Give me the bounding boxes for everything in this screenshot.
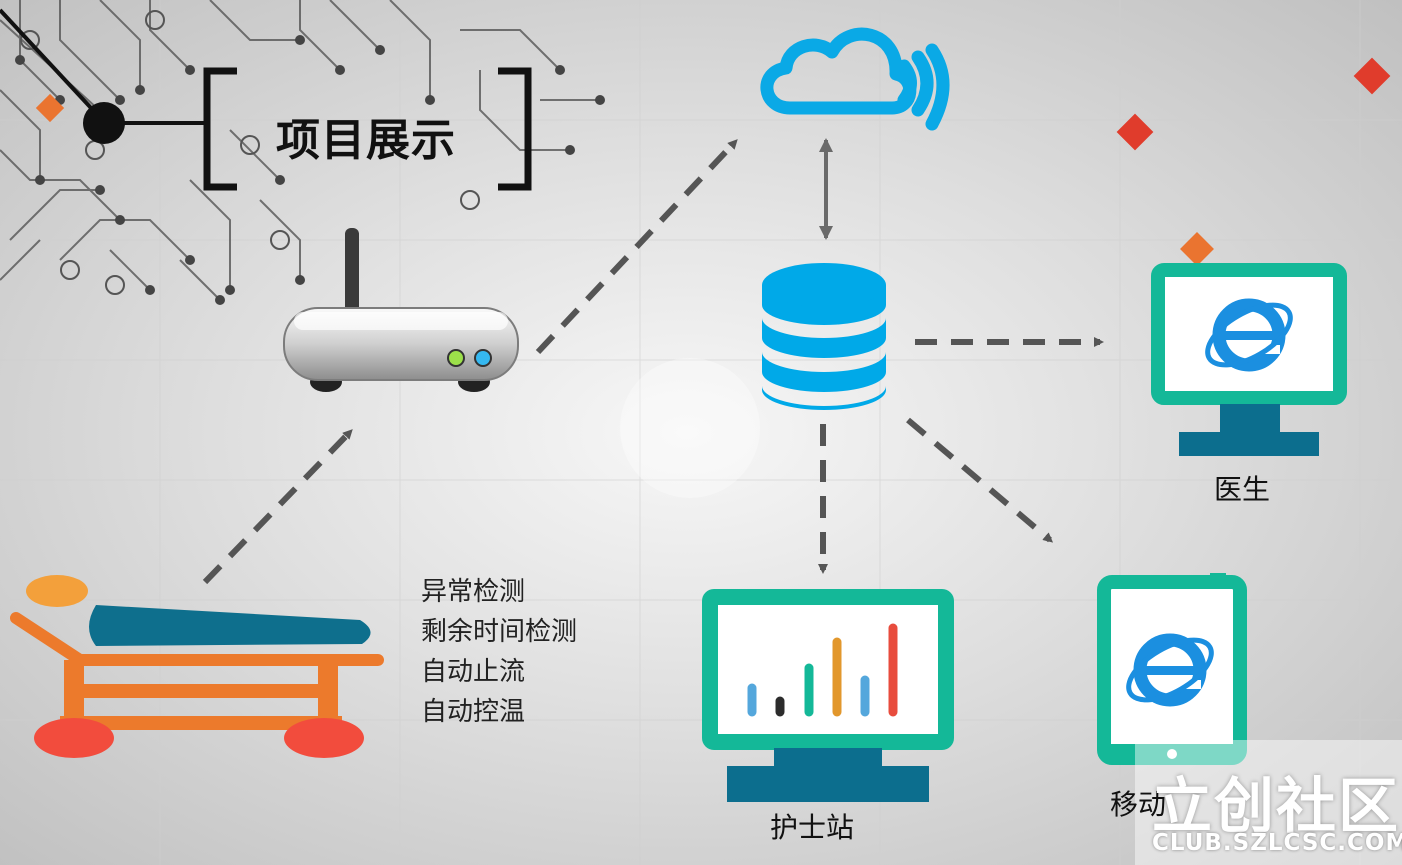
- nurse-station-label: 护士站: [770, 811, 855, 844]
- patient-head: [26, 575, 88, 607]
- router-icon: [283, 228, 519, 392]
- nurse-monitor-icon: [702, 589, 954, 802]
- title-frame: [0, 8, 532, 191]
- feature-item: 自动控温: [421, 697, 526, 727]
- feature-item: 自动止流: [421, 657, 526, 687]
- router-led-blue: [474, 349, 492, 367]
- database-icon: [762, 263, 886, 410]
- feature-item: 剩余时间检测: [421, 617, 578, 647]
- mobile-label: 移动: [1110, 788, 1167, 821]
- bracket-left: [203, 67, 237, 191]
- watermark-brand: 立创社区: [1152, 772, 1400, 842]
- decor-diamonds: [35, 57, 1391, 266]
- hospital-bed-icon: [10, 575, 384, 758]
- doctor-label: 医生: [1214, 473, 1271, 506]
- feature-item: 异常检测: [421, 577, 526, 607]
- page-title: 项目展示: [276, 115, 456, 166]
- patient-body: [89, 605, 371, 646]
- feature-list: 异常检测 剩余时间检测 自动止流 自动控温: [421, 572, 577, 732]
- title-pointer-dot: [83, 102, 125, 144]
- connection-arrows: [202, 139, 1104, 585]
- ie-icon: [1205, 298, 1293, 372]
- cloud-wifi-icon: [760, 27, 950, 131]
- circuit-nodes: [15, 35, 605, 305]
- glow-spot: [620, 358, 760, 498]
- bracket-right: [498, 67, 532, 191]
- watermark-url: CLUB.SZLCSC.COM: [1152, 830, 1402, 856]
- watermark-glow: [1135, 740, 1402, 865]
- nurse-bar-chart-icon: [747, 623, 898, 717]
- circuit-rings: [20, 10, 480, 295]
- router-led-green: [447, 349, 465, 367]
- arrow-router-to-cloud: [535, 139, 738, 355]
- ie-icon: [1126, 633, 1214, 707]
- arrow-db-to-mobile: [906, 417, 1054, 543]
